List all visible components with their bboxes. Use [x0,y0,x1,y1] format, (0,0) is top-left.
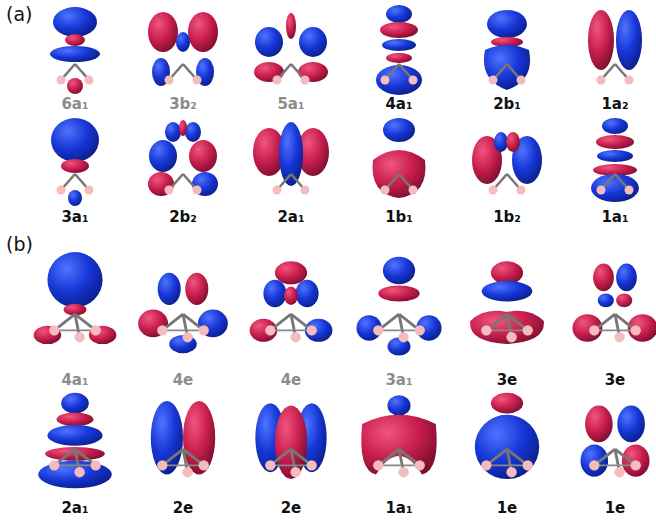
orbital-label: 4e [173,372,194,389]
orbital-isosurface [51,118,99,206]
orbital-label: 2a₁ [61,500,88,517]
orbital-isosurface [253,122,329,195]
panel-label: (a) [6,4,32,26]
orbital-label: 5a₁ [277,96,304,113]
orbital-isosurface [356,257,441,356]
orbital-isosurface [50,7,100,94]
orbital-label: 1b₂ [493,209,521,226]
orbital-isosurface [250,261,333,342]
orbital-isosurface [470,261,544,344]
orbital-label: 3a₁ [61,209,88,226]
orbital-label: 4e [281,372,302,389]
orbital-label: 1e [605,500,626,517]
orbital-isosurface [591,118,639,202]
orbital-label: 1a₁ [601,209,628,226]
orbital-isosurface [472,132,542,195]
orbital-label: 3e [605,372,626,389]
orbital-label: 1b₁ [385,209,413,226]
orbital-label: 1a₁ [385,500,412,517]
orbital-label: 4a₁ [61,372,88,389]
orbital-label: 1e [497,500,518,517]
orbital-label: 2e [281,500,302,517]
orbital-label: 2b₁ [493,96,521,113]
orbital-isosurface [138,273,228,354]
orbital-label: 4a₁ [385,96,412,113]
panel-label: (b) [6,234,33,256]
orbital-isosurface [588,10,642,85]
orbital-isosurface [475,393,539,479]
orbital-label: 2b₂ [169,209,197,226]
orbital-isosurface [373,118,426,198]
orbital-isosurface [361,395,436,477]
orbital-label: 6a₁ [61,96,88,113]
orbital-label: 3a₁ [385,372,412,389]
orbital-label: 3e [497,372,518,389]
orbital-isosurface [581,406,650,478]
orbital-isosurface [148,12,218,86]
orbital-isosurface [255,403,326,479]
orbital-isosurface [38,393,112,488]
orbital-isosurface [151,401,215,477]
orbital-isosurface [484,10,530,90]
orbital-isosurface [34,252,117,344]
orbital-label: 1a₂ [601,96,628,113]
orbital-label: 3b₂ [169,96,197,113]
orbital-label: 2e [173,500,194,517]
orbital-label: 2a₁ [277,209,304,226]
orbital-isosurface [376,5,422,95]
orbital-isosurface [148,120,218,196]
orbital-isosurface [572,264,656,343]
orbital-isosurface [254,13,328,85]
